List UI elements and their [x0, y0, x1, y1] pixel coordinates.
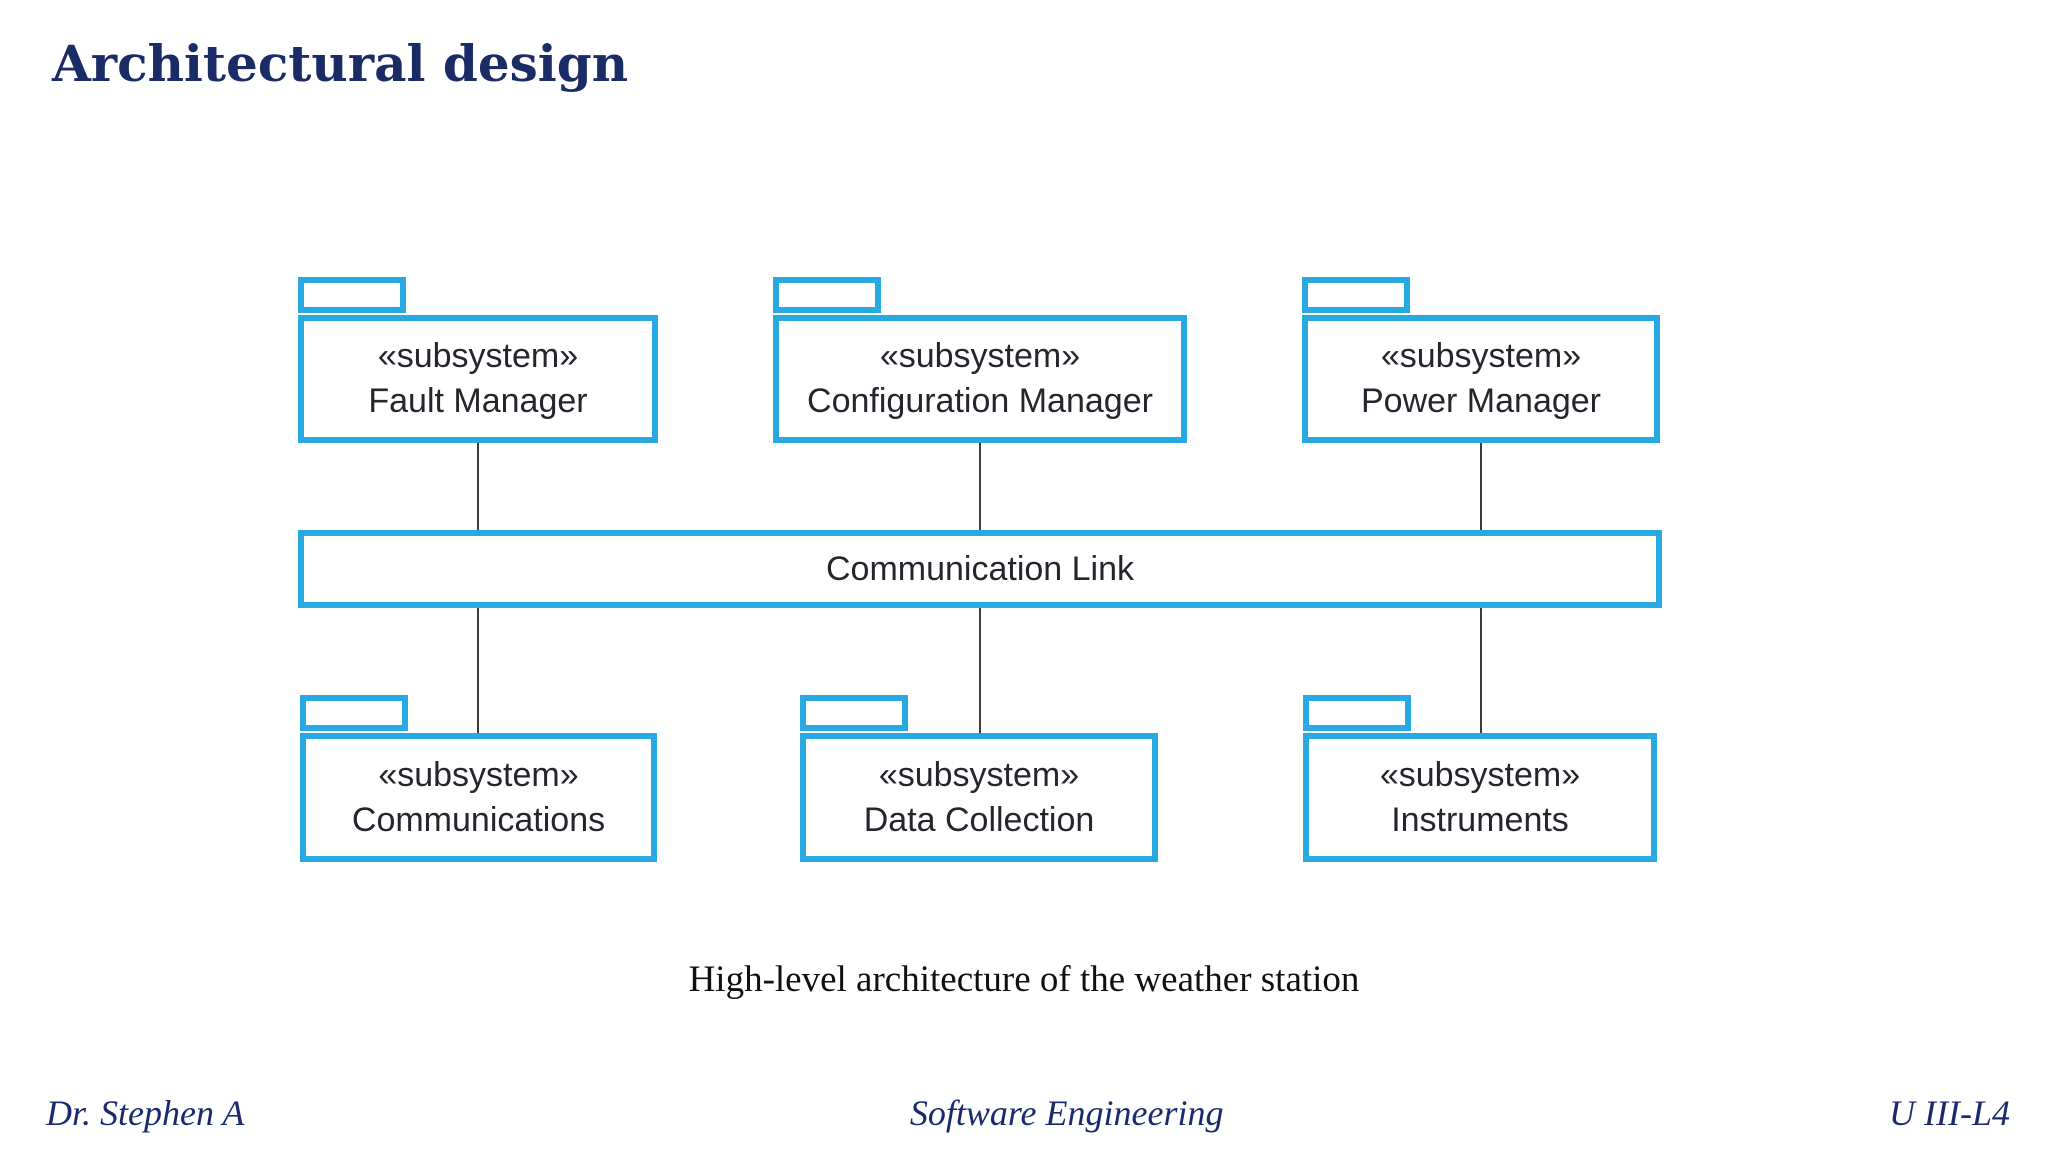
package-stereotype: «subsystem» [378, 755, 579, 794]
package-fault-manager: «subsystem» Fault Manager [298, 277, 658, 443]
package-body: «subsystem» Data Collection [800, 733, 1158, 862]
package-name: Fault Manager [368, 382, 588, 420]
package-configuration-manager: «subsystem» Configuration Manager [773, 277, 1187, 443]
package-instruments: «subsystem» Instruments [1303, 695, 1657, 862]
package-name: Data Collection [863, 800, 1095, 839]
package-stereotype: «subsystem» [878, 755, 1080, 794]
package-stereotype: «subsystem» [1380, 337, 1582, 375]
package-tab [1303, 695, 1411, 731]
package-body: «subsystem» Configuration Manager [773, 315, 1187, 443]
package-body: «subsystem» Instruments [1303, 733, 1657, 862]
package-data-collection: «subsystem» Data Collection [800, 695, 1158, 862]
package-body: «subsystem» Communications [300, 733, 657, 862]
page-title: Architectural design [52, 34, 629, 93]
package-stereotype: «subsystem» [377, 337, 579, 375]
connector-link-to-instruments [1480, 606, 1482, 735]
connector-link-to-communications [477, 606, 479, 735]
figure-caption: High-level architecture of the weather s… [688, 959, 1360, 1000]
package-power-manager: «subsystem» Power Manager [1302, 277, 1660, 443]
package-tab [298, 277, 406, 313]
connector-fault-manager-to-link [477, 443, 479, 532]
connector-configuration-manager-to-link [979, 443, 981, 532]
footer-author: Dr. Stephen A [46, 1093, 245, 1133]
communication-link-label: Communication Link [825, 549, 1135, 588]
package-tab [800, 695, 908, 731]
communication-link-box: Communication Link [298, 530, 1662, 608]
package-name: Instruments [1391, 800, 1569, 839]
package-body: «subsystem» Power Manager [1302, 315, 1660, 443]
footer-course: Software Engineering [909, 1093, 1224, 1133]
package-communications: «subsystem» Communications [300, 695, 657, 862]
slide-footer: Dr. Stephen A Software Engineering U III… [46, 1092, 2010, 1134]
package-body: «subsystem» Fault Manager [298, 315, 658, 443]
package-tab [773, 277, 881, 313]
connector-power-manager-to-link [1480, 443, 1482, 532]
connector-link-to-data-collection [979, 606, 981, 735]
package-tab [300, 695, 408, 731]
package-tab [1302, 277, 1410, 313]
package-name: Configuration Manager [807, 382, 1153, 420]
package-name: Communications [351, 800, 606, 839]
footer-lesson-code: U III-L4 [1889, 1093, 2010, 1133]
package-name: Power Manager [1360, 382, 1601, 420]
package-stereotype: «subsystem» [879, 337, 1081, 375]
package-stereotype: «subsystem» [1379, 755, 1581, 794]
